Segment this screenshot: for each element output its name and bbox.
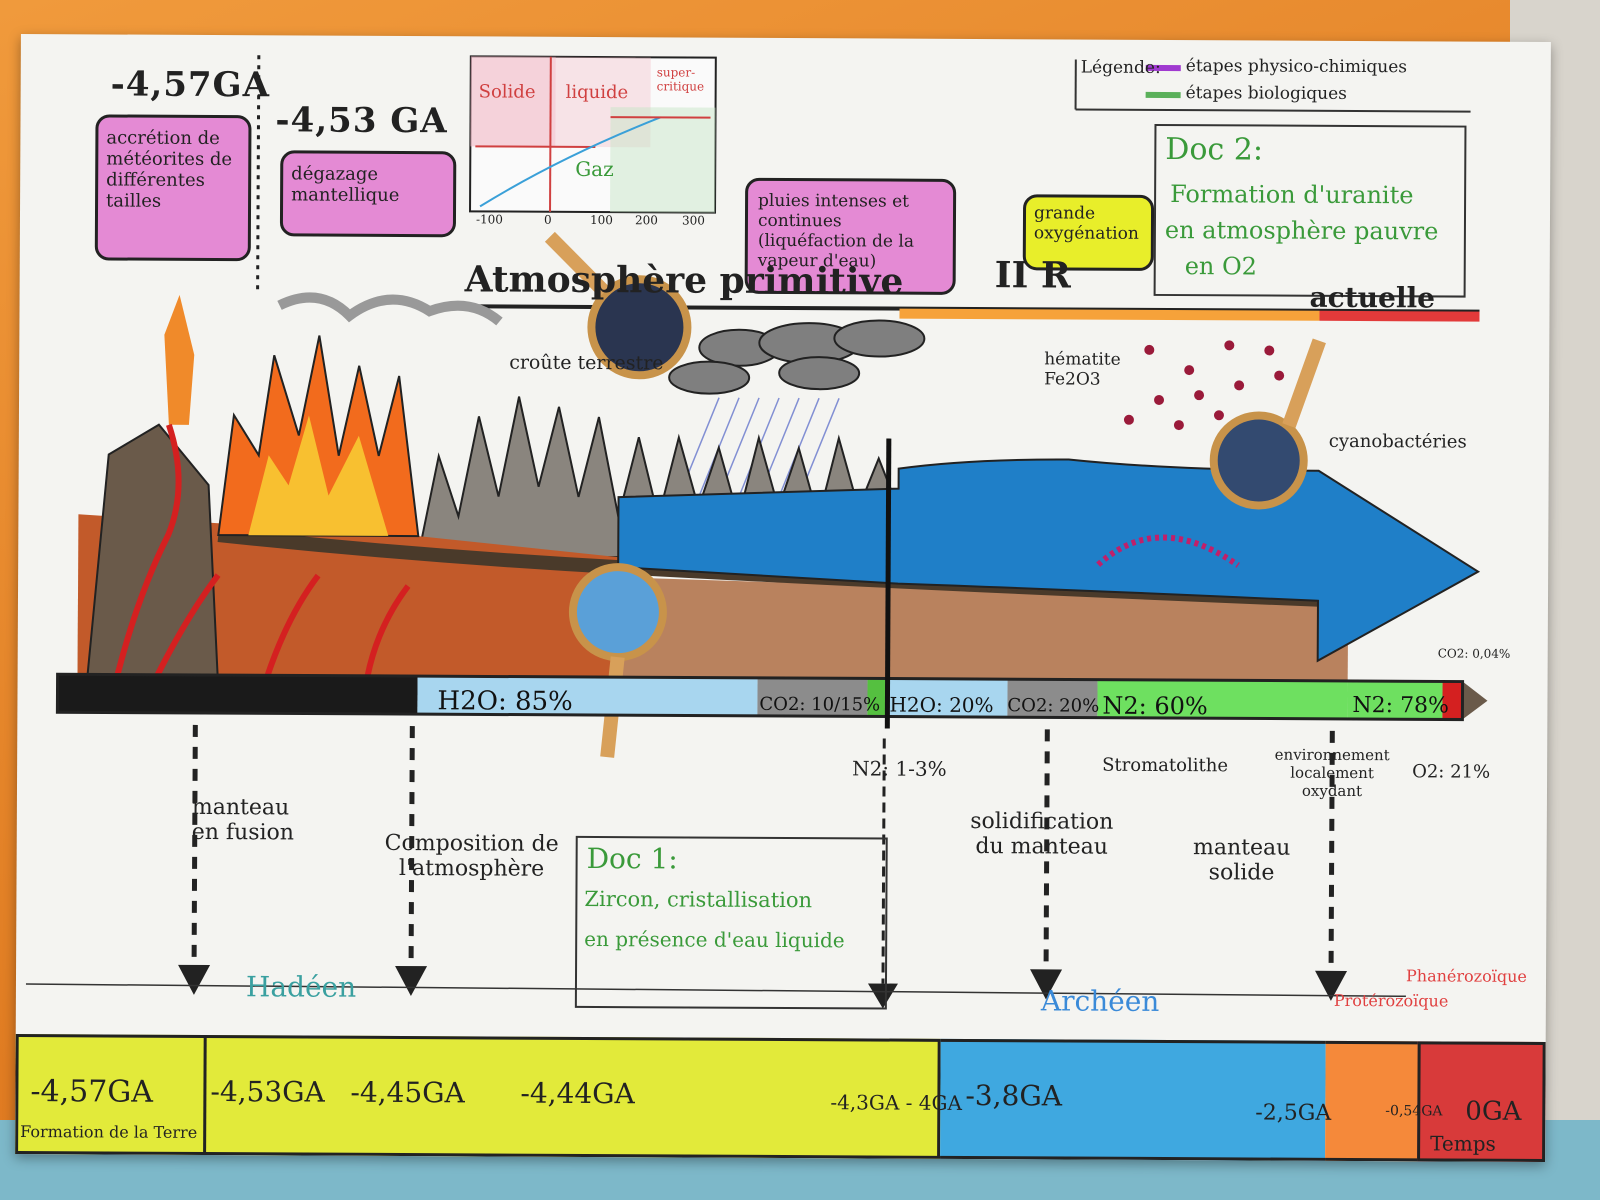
label-croute: croûte terrestre: [509, 351, 664, 375]
title-atmosphere-actuelle: actuelle: [1309, 280, 1436, 315]
geologic-timeline: -4,57GA Formation de la Terre -4,53GA -4…: [15, 1033, 1546, 1162]
poster-illustration: [25, 55, 1488, 1010]
phase-supercritical-label: super-critique: [656, 65, 705, 94]
label-composition: Composition de l'atmosphère: [384, 830, 559, 882]
phase-xtick-4: 200: [634, 213, 658, 228]
doc2-line2: en atmosphère pauvre: [1164, 215, 1439, 246]
eon-hadeen: Hadéen: [245, 970, 357, 1004]
timeline-label-453: -4,53GA: [210, 1075, 325, 1109]
phase-liquid-label: liquide: [565, 81, 629, 104]
doc2-title: Doc 2:: [1165, 131, 1264, 168]
legend-item-bio: étapes biologiques: [1185, 83, 1347, 104]
magnifier-clouds: [544, 231, 692, 380]
timeline-label-0: 0GA: [1465, 1096, 1522, 1127]
doc2-line1: Formation d'uranite: [1170, 180, 1414, 210]
roman-numeral: II R: [994, 254, 1071, 297]
timeline-label-444: -4,44GA: [520, 1076, 635, 1111]
storm-clouds: [668, 319, 926, 395]
label-stromatolithe: Stromatolithe: [1102, 754, 1229, 777]
label-solidification: solidification du manteau: [970, 808, 1114, 860]
label-cyanobacteries: cyanobactéries: [1328, 430, 1467, 453]
label-manteau-fusion: manteau en fusion: [191, 794, 295, 846]
magnifier-cyanobacteria: [1209, 338, 1326, 510]
doc1-title: Doc 1:: [586, 841, 678, 876]
label-manteau-solide: manteau solide: [1192, 835, 1291, 886]
stripe-co2-10: CO2: 10/15%: [759, 693, 881, 716]
title-atmosphere-primitive: Atmosphère primitive: [464, 258, 904, 303]
timeline-proterozoique: [1325, 1040, 1418, 1162]
eon-archeen: Archéen: [1040, 984, 1160, 1018]
poster-paper: -4,57GA -4,53 GA accrétion de météorites…: [15, 34, 1551, 1162]
eon-phanerozoique: Phanérozoïque: [1405, 966, 1527, 986]
timeline-label-054: -0,54GA: [1385, 1103, 1443, 1120]
phase-gas-label: Gaz: [575, 156, 614, 182]
timeline-label-43: -4,3GA - 4GA: [830, 1090, 963, 1115]
label-n2-low: N2: 1-3%: [852, 756, 947, 781]
phase-xtick-1: -100: [475, 212, 503, 227]
phase-xtick-3: 100: [589, 212, 613, 228]
stripe-h2o-85: H2O: 85%: [437, 686, 573, 717]
eon-proterozoique: Protérozoïque: [1333, 990, 1449, 1011]
accretion-bubble: accrétion de météorites de différentes t…: [94, 114, 252, 262]
timeline-label-25: -2,5GA: [1255, 1100, 1332, 1126]
time-label-second: -4,53 GA: [275, 100, 448, 142]
stripe-co2-20: CO2: 20%: [1007, 695, 1100, 717]
timeline-label-457: -4,57GA: [30, 1074, 154, 1110]
label-environnement: environnement localement oxydant: [1274, 745, 1390, 801]
timeline-label-445: -4,45GA: [350, 1075, 465, 1110]
phase-solid-label: Solide: [478, 81, 536, 103]
timeline-label-formation: Formation de la Terre: [20, 1122, 198, 1142]
label-co2-current: CO2: 0,04%: [1437, 646, 1511, 661]
doc2-line3: en O2: [1184, 252, 1258, 281]
doc1-line2: en présence d'eau liquide: [584, 926, 845, 953]
phase-xtick-2: 0: [543, 212, 552, 227]
label-o2: O2: 21%: [1412, 761, 1491, 783]
timeline-label-temps: Temps: [1430, 1131, 1496, 1156]
timeline-divider: [203, 1034, 207, 1155]
time-label-start: -4,57GA: [110, 64, 271, 106]
label-hematite: hématite Fe2O3: [1044, 349, 1121, 390]
legend-item-physico: étapes physico-chimiques: [1185, 56, 1408, 78]
legend-title: Légende:: [1080, 57, 1161, 78]
phase-xtick-5: 300: [681, 213, 705, 228]
stripe-h2o-20: H2O: 20%: [889, 692, 994, 718]
stripe-n2-78: N2: 78%: [1352, 692, 1450, 719]
stripe-n2-60: N2: 60%: [1102, 691, 1208, 721]
timeline-label-38: -3,8GA: [965, 1078, 1063, 1113]
doc1-line1: Zircon, cristallisation: [584, 886, 813, 913]
degassing-bubble: dégazage mantellique: [279, 150, 457, 238]
phase-diagram: [469, 55, 717, 214]
